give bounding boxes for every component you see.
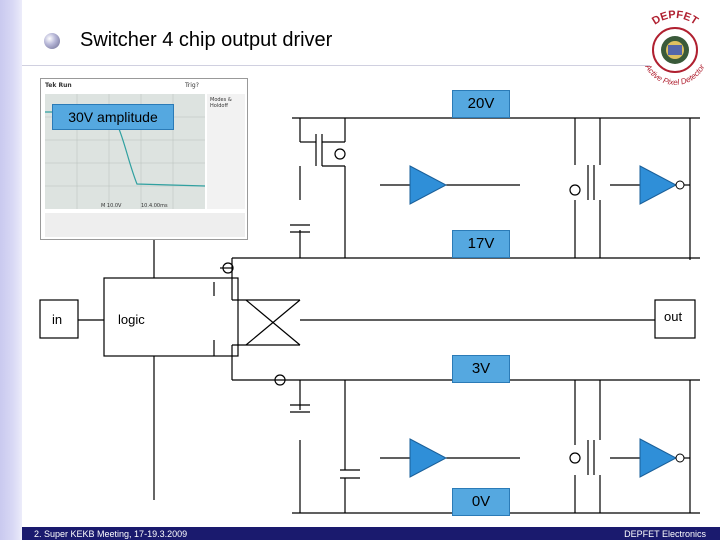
amplifier-lower-middle [409,438,448,478]
amplifier-upper-right [639,165,678,205]
slide-sidebar [0,0,22,540]
amplifier-lower-right [639,438,678,478]
scope-menu-panel: Modes & Holdoff [207,94,245,209]
logic-label: logic [118,312,145,327]
title-divider [22,65,650,66]
logo-text: DEPFET [650,9,700,28]
depfet-logo: DEPFET Active Pixel Detector [643,9,707,87]
rail-label-0v: 0V [452,488,510,516]
rail-label-20v: 20V [452,90,510,118]
svg-text:DEPFET: DEPFET [650,9,700,28]
logic-block [103,277,239,357]
rail-label-3v: 3V [452,355,510,383]
output-label: out [664,309,683,324]
amplifier-upper-middle [409,165,448,205]
slide-title: Switcher 4 chip output driver [80,29,333,51]
scope-readout-time: 10.4.00ms [141,203,168,209]
oscilloscope-inset: Tek Run Trig? Modes & Holdoff M 10.0V 10… [40,78,248,240]
footer-group: DEPFET Electronics [624,529,706,539]
output-block [654,299,696,339]
scope-menu-title: Modes & Holdoff [210,97,232,109]
input-label: in [52,312,63,327]
input-block [39,299,79,339]
scope-amplitude-label: 30V amplitude [52,104,174,130]
rail-label-17v: 17V [452,230,510,258]
scope-readout: M 10.0V [101,203,122,209]
scope-header-right: Trig? [185,82,199,89]
scope-softkeys [45,213,245,237]
title-bullet-icon [44,33,60,49]
scope-header-left: Tek Run [45,82,72,89]
footer-bar [22,527,720,540]
footer-meeting: 2. Super KEKB Meeting, 17-19.3.2009 [34,529,188,539]
